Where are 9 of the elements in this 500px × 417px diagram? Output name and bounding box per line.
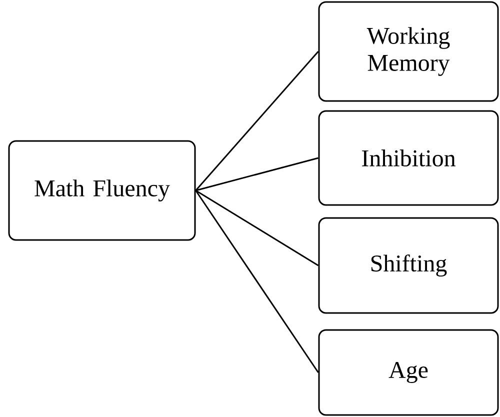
text-box: Shifting: [318, 217, 499, 314]
text-box: Inhibition: [318, 110, 499, 206]
connector-line: [195, 51, 319, 191]
connector-line: [196, 157, 318, 192]
text-box: Age: [318, 329, 499, 416]
connector-line: [195, 190, 319, 373]
text-box: Working Memory: [318, 1, 499, 102]
text-box: Math Fluency: [8, 140, 196, 241]
connector-line: [195, 190, 319, 266]
